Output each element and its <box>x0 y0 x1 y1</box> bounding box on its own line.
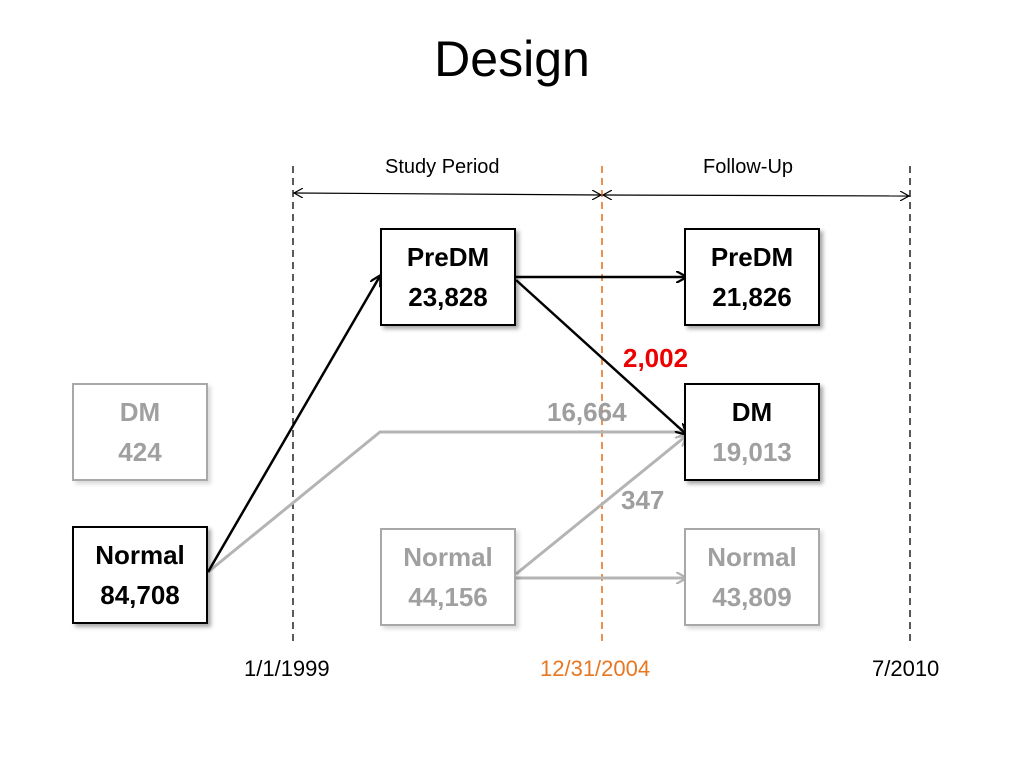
box-value: 44,156 <box>408 582 488 612</box>
followup-label: Follow-Up <box>703 156 794 178</box>
study-period-label: Study Period <box>385 156 500 178</box>
followup-arrow <box>603 195 909 196</box>
study-normal-to-dm-count: 347 <box>621 485 665 515</box>
box-value: 84,708 <box>100 580 180 610</box>
cutoff-date-label: 12/31/2004 <box>540 656 651 681</box>
box-label: Normal <box>707 542 797 572</box>
study-normal-to-dm-arrow <box>515 436 686 576</box>
box-value: 424 <box>118 437 162 467</box>
box-value: 43,809 <box>712 582 792 612</box>
box-label: PreDM <box>710 242 794 272</box>
baseline-normal-box: Normal 84,708 <box>72 526 208 624</box>
predm-to-dm-arrow <box>515 279 686 434</box>
follow-normal-box: Normal 43,809 <box>684 528 820 626</box>
start-date-label: 1/1/1999 <box>244 656 330 681</box>
normal-to-predm-arrow <box>206 276 380 573</box>
end-date-label: 7/2010 <box>872 656 940 681</box>
normal-to-dm-flow-arrow <box>207 432 686 574</box>
follow-dm-box: DM 19,013 <box>684 383 820 481</box>
box-label: Normal <box>95 540 185 570</box>
box-value: 21,826 <box>712 282 792 312</box>
normal-to-dm-count: 16,664 <box>547 397 627 427</box>
box-label: Normal <box>403 542 493 572</box>
box-label: PreDM <box>406 242 490 272</box>
box-label: DM <box>119 397 161 427</box>
predm-to-dm-count: 2,002 <box>623 343 689 373</box>
box-value: 23,828 <box>408 282 488 312</box>
study-predm-box: PreDM 23,828 <box>380 228 516 326</box>
study-period-arrow <box>294 193 601 195</box>
page-title: Design <box>434 31 590 87</box>
follow-predm-box: PreDM 21,826 <box>684 228 820 326</box>
study-normal-box: Normal 44,156 <box>380 528 516 626</box>
baseline-dm-box: DM 424 <box>72 383 208 481</box>
box-value: 19,013 <box>712 437 792 467</box>
box-label: DM <box>731 397 773 427</box>
